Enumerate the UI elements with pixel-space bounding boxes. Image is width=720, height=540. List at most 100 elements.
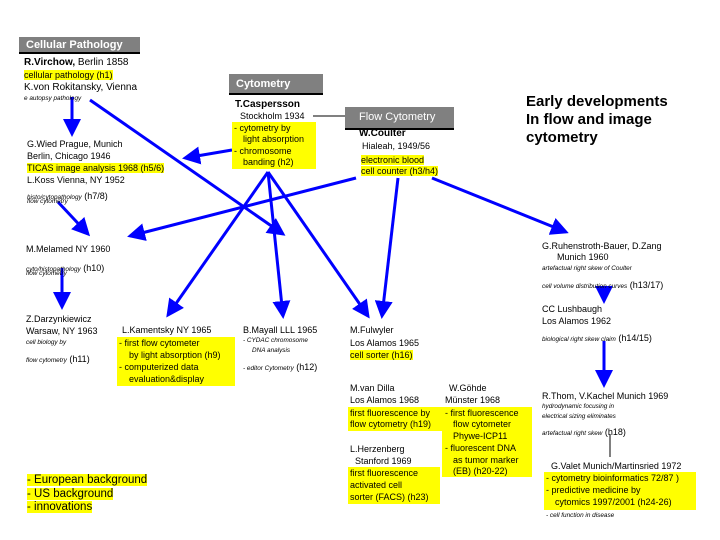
legend-innovations-label: - innovations: [27, 501, 93, 513]
valet-l5: - cell function in disease: [546, 512, 615, 519]
thom-l2: hydrodynamic focusing in: [542, 403, 615, 410]
title-line-1: Early developments: [526, 93, 668, 110]
wied-l1: G.Wied Prague, Munich: [27, 139, 123, 149]
lushbaugh-l3b: (h14/15): [615, 333, 652, 343]
valet-l4: cytomics 1997/2001 (h24-26): [555, 497, 672, 507]
goehde-l5: Phywe-ICP11: [453, 431, 508, 441]
caspersson-b2: light absorption: [243, 134, 305, 144]
kamentsky-l2: - first flow cytometer: [119, 338, 200, 348]
lushbaugh-l3: biological right skew claim (h14/15): [542, 328, 652, 346]
vandilla-highlight: [348, 407, 442, 431]
arrow-caspersson-to-wied: [182, 146, 233, 165]
fulwyler-l1: M.Fulwyler: [350, 325, 394, 335]
darzynkiewicz-l2: Warsaw, NY 1963: [26, 326, 98, 336]
title-line-3: cytometry: [526, 129, 598, 146]
lushbaugh-l3a: biological right skew claim: [542, 336, 616, 343]
darzynkiewicz-l1: Z.Darzynkiewicz: [26, 314, 92, 324]
darzynkiewicz-l4: flow cytometry (h11): [26, 349, 90, 367]
vandilla-l2: Los Alamos 1968: [350, 395, 420, 405]
arrow-caspersson-to-mayall: [266, 171, 291, 319]
goehde-l8: (EB) (h20-22): [453, 466, 508, 476]
goehde-highlight: [442, 407, 532, 477]
ruhenstroth-l3: artefactual right skew of Coulter: [542, 265, 632, 272]
arrow-coulter-to-fulwyler: [374, 177, 400, 319]
mayall-l4a: - editor Cytometry: [243, 365, 294, 372]
darzynkiewicz-l4b: (h11): [66, 354, 90, 364]
header-flow-cytometry: Flow Cytometry: [345, 107, 454, 130]
melamed-l1: M.Melamed NY 1960: [26, 244, 111, 254]
ruhenstroth-l4a: cell volume distribution curves: [542, 283, 628, 290]
coulter-l1: electronic blood: [361, 155, 425, 166]
herzenberg-l3: first fluorescence: [350, 468, 419, 478]
virchow-name: R.Virchow,: [24, 57, 76, 68]
header-cellular-pathology: Cellular Pathology: [19, 37, 140, 54]
vandilla-l4: flow cytometry (h19): [350, 419, 432, 429]
mayall-l1: B.Mayall LLL 1965: [243, 325, 318, 335]
wied-l2: Berlin, Chicago 1946: [27, 151, 111, 161]
herzenberg-l4: activated cell: [350, 480, 403, 490]
herzenberg-highlight: [348, 467, 440, 504]
thom-l4a: artefactual right skew: [542, 430, 603, 437]
thom-l4b: (h18): [602, 427, 626, 437]
fulwyler-l3: cell sorter (h16): [350, 350, 413, 361]
herzenberg-l1: L.Herzenberg: [350, 444, 405, 454]
valet-l3: - predictive medicine by: [546, 485, 641, 495]
melamed-l2a: cyto/histopathology: [26, 266, 81, 273]
thom-l3: electrical sizing eliminates: [542, 413, 616, 420]
caspersson-highlight: [232, 122, 316, 169]
mayall-l4b: (h12): [293, 362, 318, 372]
herzenberg-l2: Stanford 1969: [355, 456, 412, 466]
valet-l2: - cytometry bioinformatics 72/87 ): [546, 473, 680, 483]
goehde-l2: Münster 1968: [445, 395, 501, 405]
wied-l5b: (h7/8): [81, 191, 108, 201]
arrow-wied-to-melamed: [56, 200, 91, 237]
melamed-l2: cyto/histopathology (h10): [26, 258, 104, 276]
wied-l4: L.Koss Vienna, NY 1952: [27, 175, 125, 185]
title-line-2: In flow and image: [526, 111, 652, 128]
kamentsky-l1: L.Kamentsky NY 1965: [122, 325, 212, 335]
header-flow-cytometry-label: Flow Cytometry: [359, 111, 436, 123]
arrow-virchow-to-melamed: [89, 98, 286, 236]
melamed-l2b: (h10): [80, 263, 105, 273]
coulter-l2: cell counter (h3/h4): [361, 166, 439, 177]
arrow-caspersson-to-fulwyler: [266, 171, 370, 319]
goehde-l1: W.Göhde: [449, 383, 487, 393]
virchow-place: Berlin 1858: [75, 57, 129, 68]
wied-l3: TICAS image analysis 1968 (h5/6): [27, 163, 165, 174]
ruhenstroth-l4: cell volume distribution curves (h13/17): [542, 275, 663, 293]
melamed-l3: flow cytometry: [26, 270, 67, 277]
caspersson-b1: - cytometry by: [234, 123, 291, 133]
caspersson-b4: banding (h2): [243, 157, 294, 167]
wied-l6: flow cytometry: [27, 198, 68, 205]
herzenberg-l5: sorter (FACS) (h23): [350, 492, 429, 502]
kamentsky-l5: evaluation&display: [129, 374, 205, 384]
virchow-header: R.Virchow, Berlin 1858: [24, 57, 129, 68]
wied-l5: histo/cytopathology (h7/8): [27, 186, 108, 204]
virchow-line-4: e autopsy pathology: [24, 95, 82, 102]
legend-us: - US background: [27, 488, 114, 501]
caspersson-name: T.Caspersson: [235, 99, 301, 110]
kamentsky-l4: - computerized data: [119, 362, 199, 372]
coulter-name: W.Coulter: [359, 128, 406, 139]
virchow-line-2: cellular pathology (h1): [24, 70, 113, 81]
mayall-l4: - editor Cytometry (h12): [243, 357, 317, 375]
legend-innovations: - innovations: [27, 501, 93, 514]
goehde-l6: - fluorescent DNA: [445, 443, 517, 453]
legend-european-label: - European background: [27, 474, 148, 486]
wied-l5a: histo/cytopathology: [27, 194, 82, 201]
goehde-l3: - first fluorescence: [445, 408, 519, 418]
header-cytometry: Cytometry: [229, 74, 323, 95]
coulter-place: Hialeah, 1949/56: [362, 141, 431, 151]
kamentsky-l3: by light absorption (h9): [129, 350, 221, 360]
darzynkiewicz-l4a: flow cytometry: [26, 357, 67, 364]
arrow-coulter-to-ruhenstroth: [431, 176, 569, 235]
legend-us-label: - US background: [27, 488, 114, 500]
lushbaugh-l2: Los Alamos 1962: [542, 316, 612, 326]
virchow-line-3: K.von Rokitansky, Vienna: [24, 82, 138, 93]
thom-l4: artefactual right skew (h18): [542, 422, 626, 440]
legend-european: - European background: [27, 474, 148, 487]
kamentsky-highlight: [117, 337, 235, 386]
thom-l1: R.Thom, V.Kachel Munich 1969: [542, 391, 669, 401]
goehde-l7: as tumor marker: [453, 455, 519, 465]
valet-l1: G.Valet Munich/Martinsried 1972: [551, 461, 682, 471]
